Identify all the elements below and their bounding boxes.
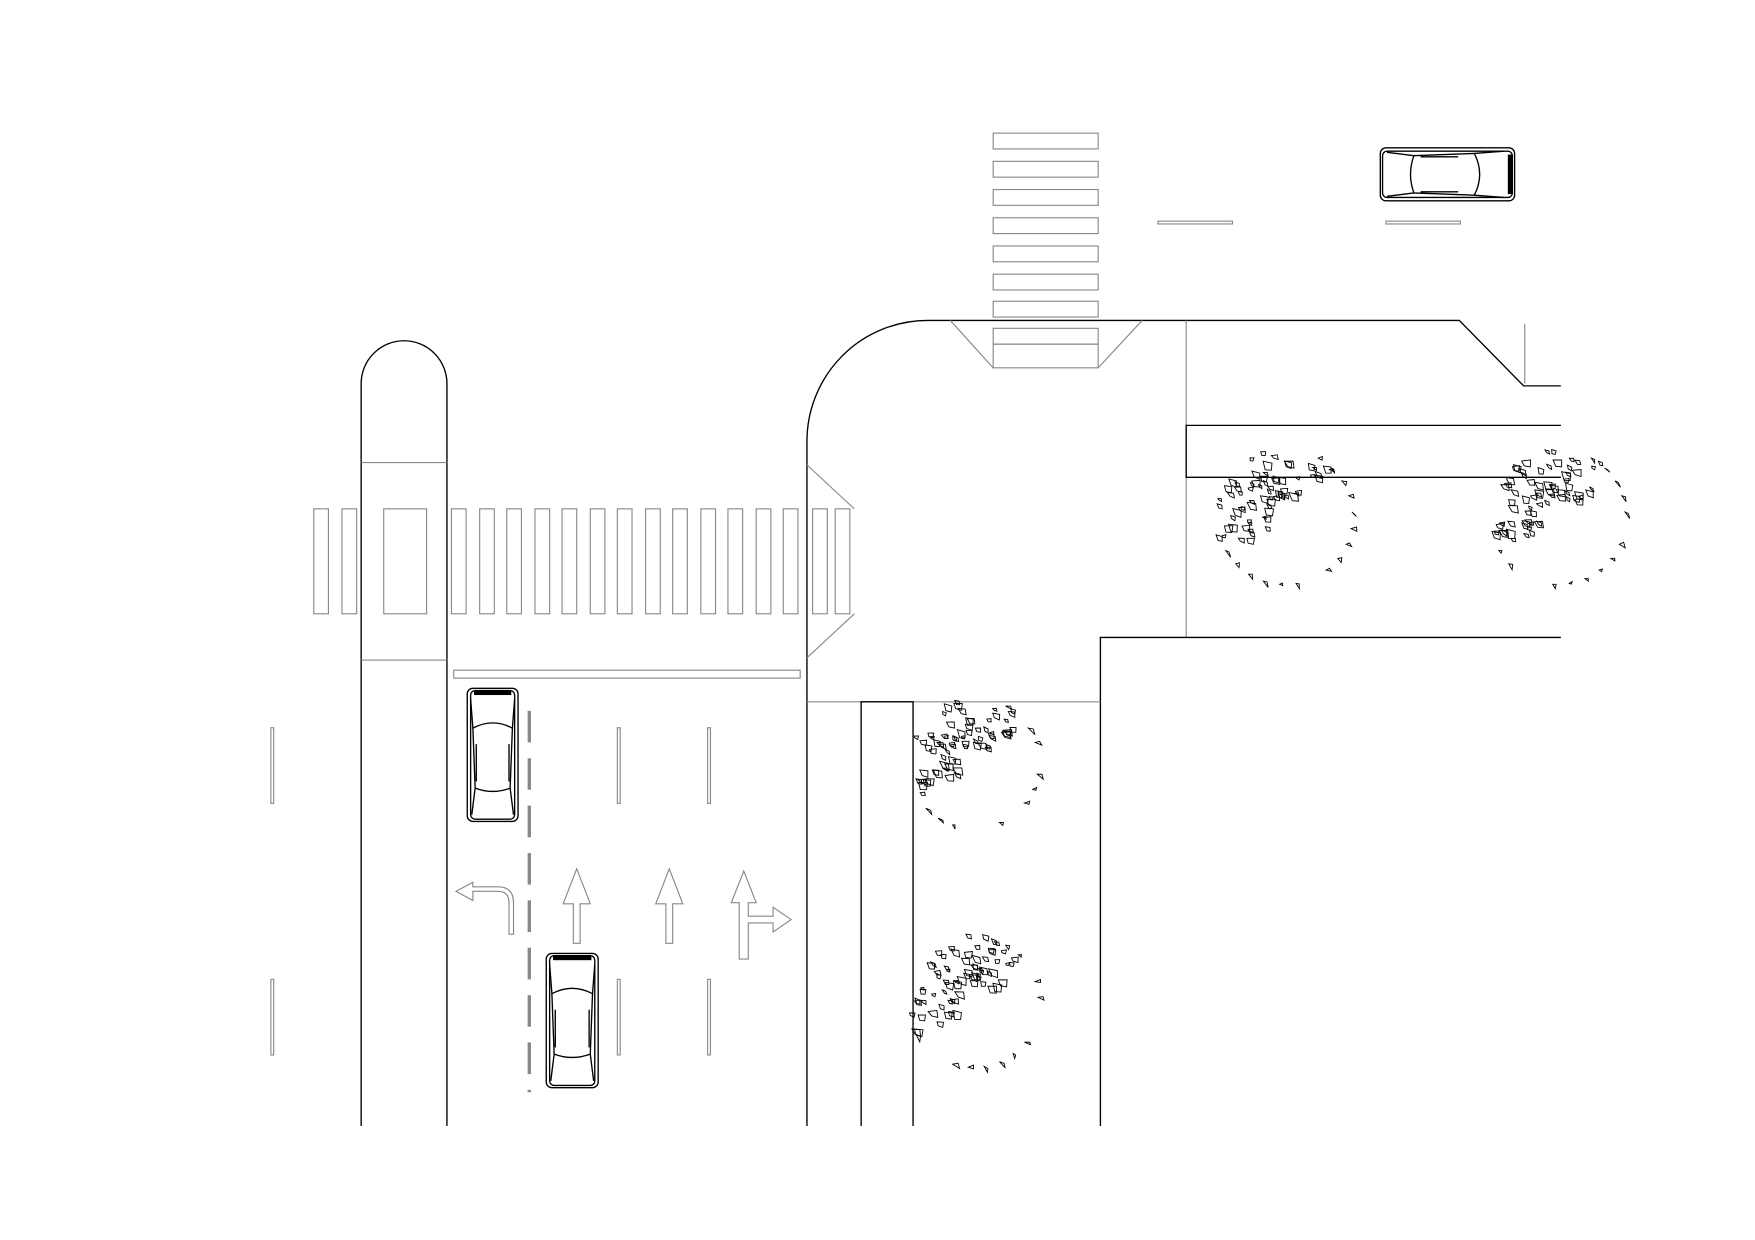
crosswalk-stripe: [992, 327, 1099, 345]
lane-arrows: [454, 867, 793, 960]
left-turn-arrow-icon: [454, 881, 515, 935]
lane-line: [616, 978, 621, 1056]
lane-line: [270, 978, 275, 1056]
crosswalk-stripe: [700, 508, 717, 615]
crosswalk-stripe: [313, 508, 329, 615]
crosswalk-stripe: [992, 273, 1099, 291]
crosswalk-stripe: [589, 508, 606, 615]
car-icon: [545, 952, 599, 1089]
sidewalk-blocks: [806, 320, 1561, 1127]
lane-line: [616, 727, 621, 804]
crosswalk-stripe: [992, 300, 1099, 318]
refuge-tapers: [806, 320, 1143, 659]
lane-line: [707, 727, 712, 804]
lane-markings: [270, 220, 1461, 1093]
crosswalk-stripe: [782, 508, 799, 615]
crosswalk-stripe: [450, 508, 467, 615]
car-icon: [1379, 147, 1516, 202]
crosswalk-stripe: [506, 508, 522, 615]
tree-icon: [1215, 451, 1358, 591]
crosswalk-stripe: [561, 508, 578, 615]
lane-line: [707, 978, 712, 1056]
crosswalk-stripe: [992, 188, 1099, 206]
crosswalk-stripe: [616, 508, 633, 615]
straight-arrow-icon: [562, 867, 592, 944]
crosswalk-stripe: [534, 508, 551, 615]
crosswalk-median-box: [383, 508, 428, 615]
tree-icon: [913, 699, 1045, 830]
stop-line: [453, 669, 801, 679]
crosswalk-north: [992, 132, 1099, 369]
crosswalk-stripe: [479, 508, 495, 615]
crosswalk-stripe: [812, 508, 828, 615]
straight-arrow-icon: [654, 867, 684, 944]
tree-icon: [909, 933, 1045, 1074]
crosswalk-stripe: [672, 508, 688, 615]
tree-icon: [1491, 448, 1631, 590]
median: [360, 340, 448, 1127]
car-icon: [466, 687, 519, 823]
straight-right-arrow-icon: [730, 869, 793, 960]
crosswalk-stripe: [992, 245, 1099, 263]
crosswalk-stripe: [992, 132, 1099, 150]
crosswalk-stripe: [834, 508, 851, 615]
crosswalk-stripe: [727, 508, 744, 615]
crosswalk-stripe: [992, 160, 1099, 178]
crosswalk-west: [313, 508, 851, 615]
crosswalk-stripe: [992, 217, 1099, 235]
crosswalk-stripe: [341, 508, 358, 615]
lane-line: [270, 727, 275, 804]
road-curb-corner: [806, 319, 1561, 1127]
crosswalk-stripe: [992, 343, 1099, 369]
crosswalk-stripe: [645, 508, 661, 615]
crosswalk-stripe: [755, 508, 772, 615]
